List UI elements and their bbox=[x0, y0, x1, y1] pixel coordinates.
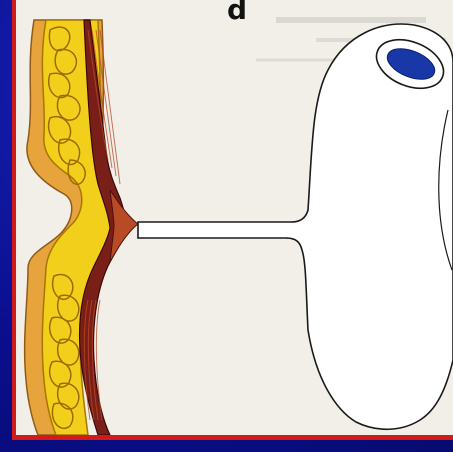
fat-layer bbox=[42, 20, 120, 435]
diagram-panel: d bbox=[12, 0, 453, 440]
abdominal-wall bbox=[25, 20, 138, 435]
panel-label: d bbox=[227, 0, 247, 24]
fascia-funnel bbox=[110, 190, 138, 262]
anatomy-illustration bbox=[16, 0, 453, 435]
